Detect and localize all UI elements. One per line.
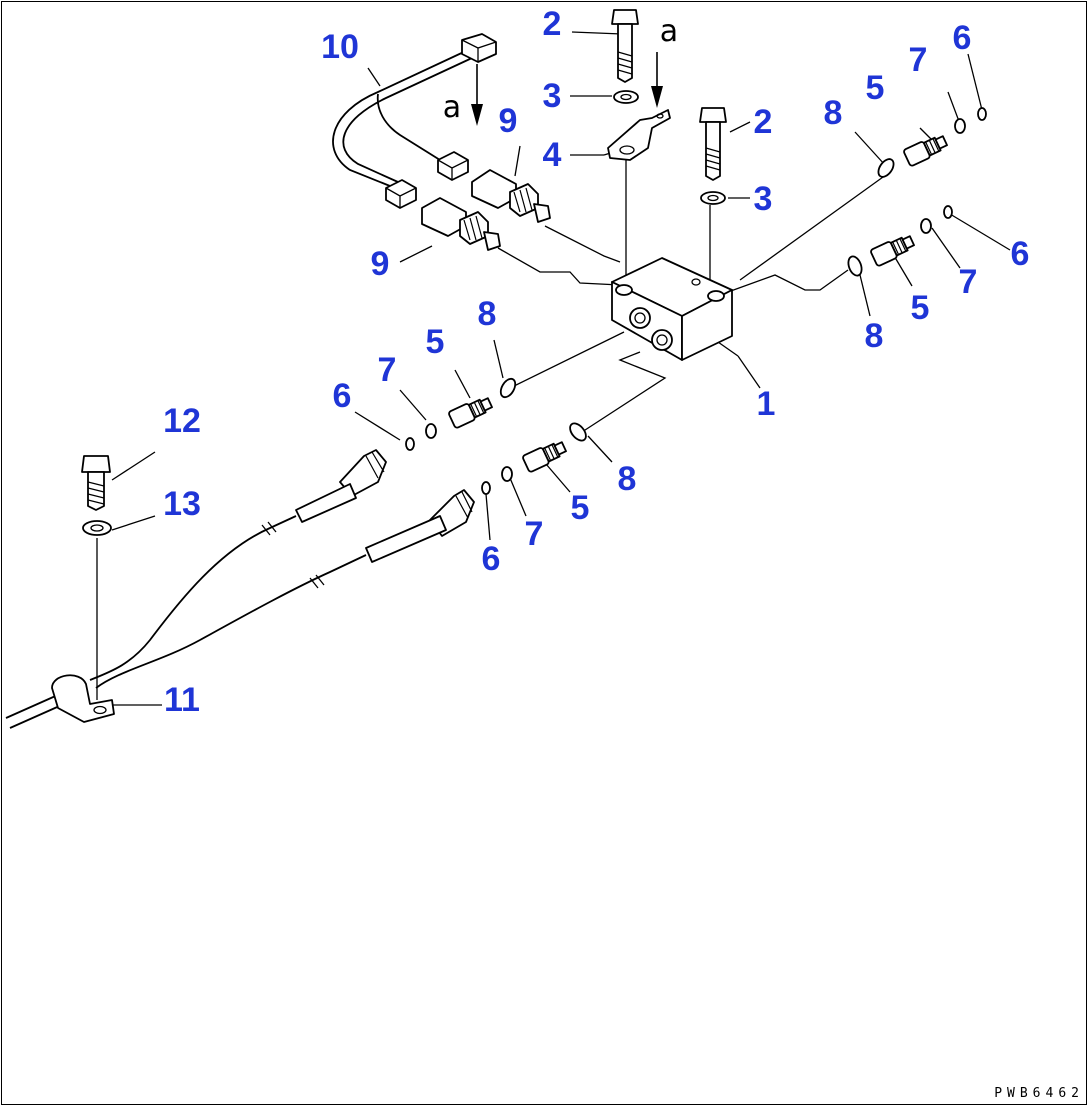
callout-8-center: 8: [477, 295, 497, 333]
callout-1: 1: [756, 385, 776, 423]
seals: [405, 107, 987, 495]
callout-3-right: 3: [753, 180, 773, 218]
view-arrows: [471, 52, 663, 126]
callout-5-center: 5: [425, 323, 445, 361]
callout-7-lower: 7: [524, 515, 544, 553]
callout-5-right: 5: [910, 289, 930, 327]
callout-7-top-right: 7: [908, 41, 928, 79]
view-mark-right: a: [659, 14, 679, 49]
drawing-code: PWB6462: [994, 1086, 1084, 1101]
callout-2-upper: 2: [542, 5, 562, 43]
callout-5-top-right: 5: [865, 69, 885, 107]
bolt-clamp: [81, 455, 111, 511]
callout-7-left: 7: [377, 351, 397, 389]
switches: [448, 135, 948, 473]
bolt-right: [699, 107, 727, 181]
callout-4: 4: [542, 136, 562, 174]
sensor-upper: [471, 169, 551, 223]
callout-10: 10: [321, 28, 359, 66]
callout-6-lower: 6: [481, 540, 501, 578]
callout-12: 12: [163, 402, 201, 440]
cable-right: [95, 489, 475, 689]
bolt-upper: [611, 9, 639, 83]
view-mark-left: a: [442, 90, 462, 125]
callout-5-lower: 5: [570, 489, 590, 527]
bracket: [607, 109, 671, 161]
callout-2-right: 2: [753, 103, 773, 141]
washers: [82, 90, 726, 536]
callout-8-lower: 8: [617, 460, 637, 498]
callout-9-upper: 9: [498, 102, 518, 140]
callout-6-right: 6: [1010, 235, 1030, 273]
callout-6-left: 6: [332, 377, 352, 415]
cable-left: [89, 449, 387, 681]
callout-8-top-right: 8: [823, 94, 843, 132]
valve-block: [611, 257, 733, 361]
callout-9-lower: 9: [370, 245, 390, 283]
callout-3-upper: 3: [542, 77, 562, 115]
wire-harness: [332, 33, 497, 209]
callout-7-right: 7: [958, 263, 978, 301]
callout-6-top-right: 6: [952, 19, 972, 57]
sensor-lower: [421, 197, 501, 251]
callout-13: 13: [163, 485, 201, 523]
routing-lines: [96, 160, 891, 700]
callout-8-right: 8: [864, 317, 884, 355]
leader-lines: [110, 31, 1011, 706]
callout-11: 11: [164, 681, 200, 719]
clamp: [5, 674, 115, 729]
